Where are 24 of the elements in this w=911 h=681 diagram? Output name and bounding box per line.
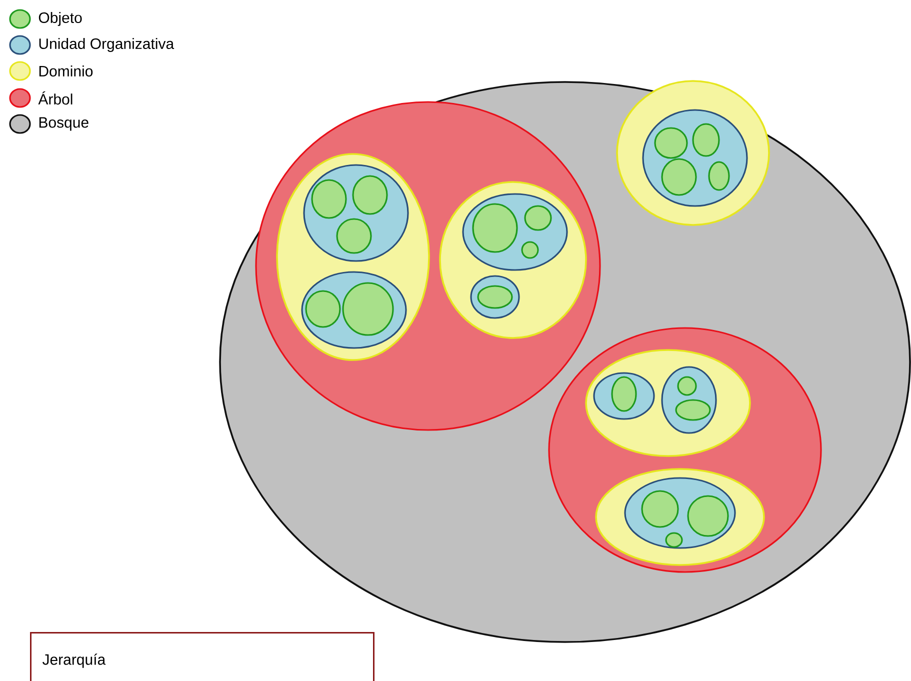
- object-ellipse: [311, 179, 347, 219]
- legend-text: Objeto: [38, 12, 82, 26]
- legend-text: Árbol: [38, 91, 72, 105]
- object-ellipse: [692, 123, 720, 157]
- object-ellipse: [305, 290, 341, 328]
- object-ellipse: [336, 218, 372, 254]
- object-ellipse: [708, 161, 730, 191]
- object-ellipse: [661, 158, 697, 196]
- legend-text: Dominio: [39, 66, 93, 76]
- object-ellipse: [611, 376, 637, 412]
- object-ellipse: [654, 127, 688, 159]
- object-ellipse: [521, 241, 539, 259]
- object-ellipse: [477, 285, 513, 309]
- object-ellipse: [641, 490, 679, 528]
- object-ellipse: [687, 495, 729, 537]
- caption-box: Jerarquía: [30, 632, 374, 681]
- legend-text: Unidad Organizativa: [39, 38, 174, 52]
- object-ellipse: [524, 205, 552, 231]
- object-ellipse: [675, 399, 711, 421]
- object-ellipse: [352, 175, 388, 215]
- object-ellipse: [665, 532, 683, 548]
- object-ellipse: [472, 203, 518, 253]
- object-ellipse: [677, 376, 697, 396]
- legend-text: Bosque: [39, 117, 88, 131]
